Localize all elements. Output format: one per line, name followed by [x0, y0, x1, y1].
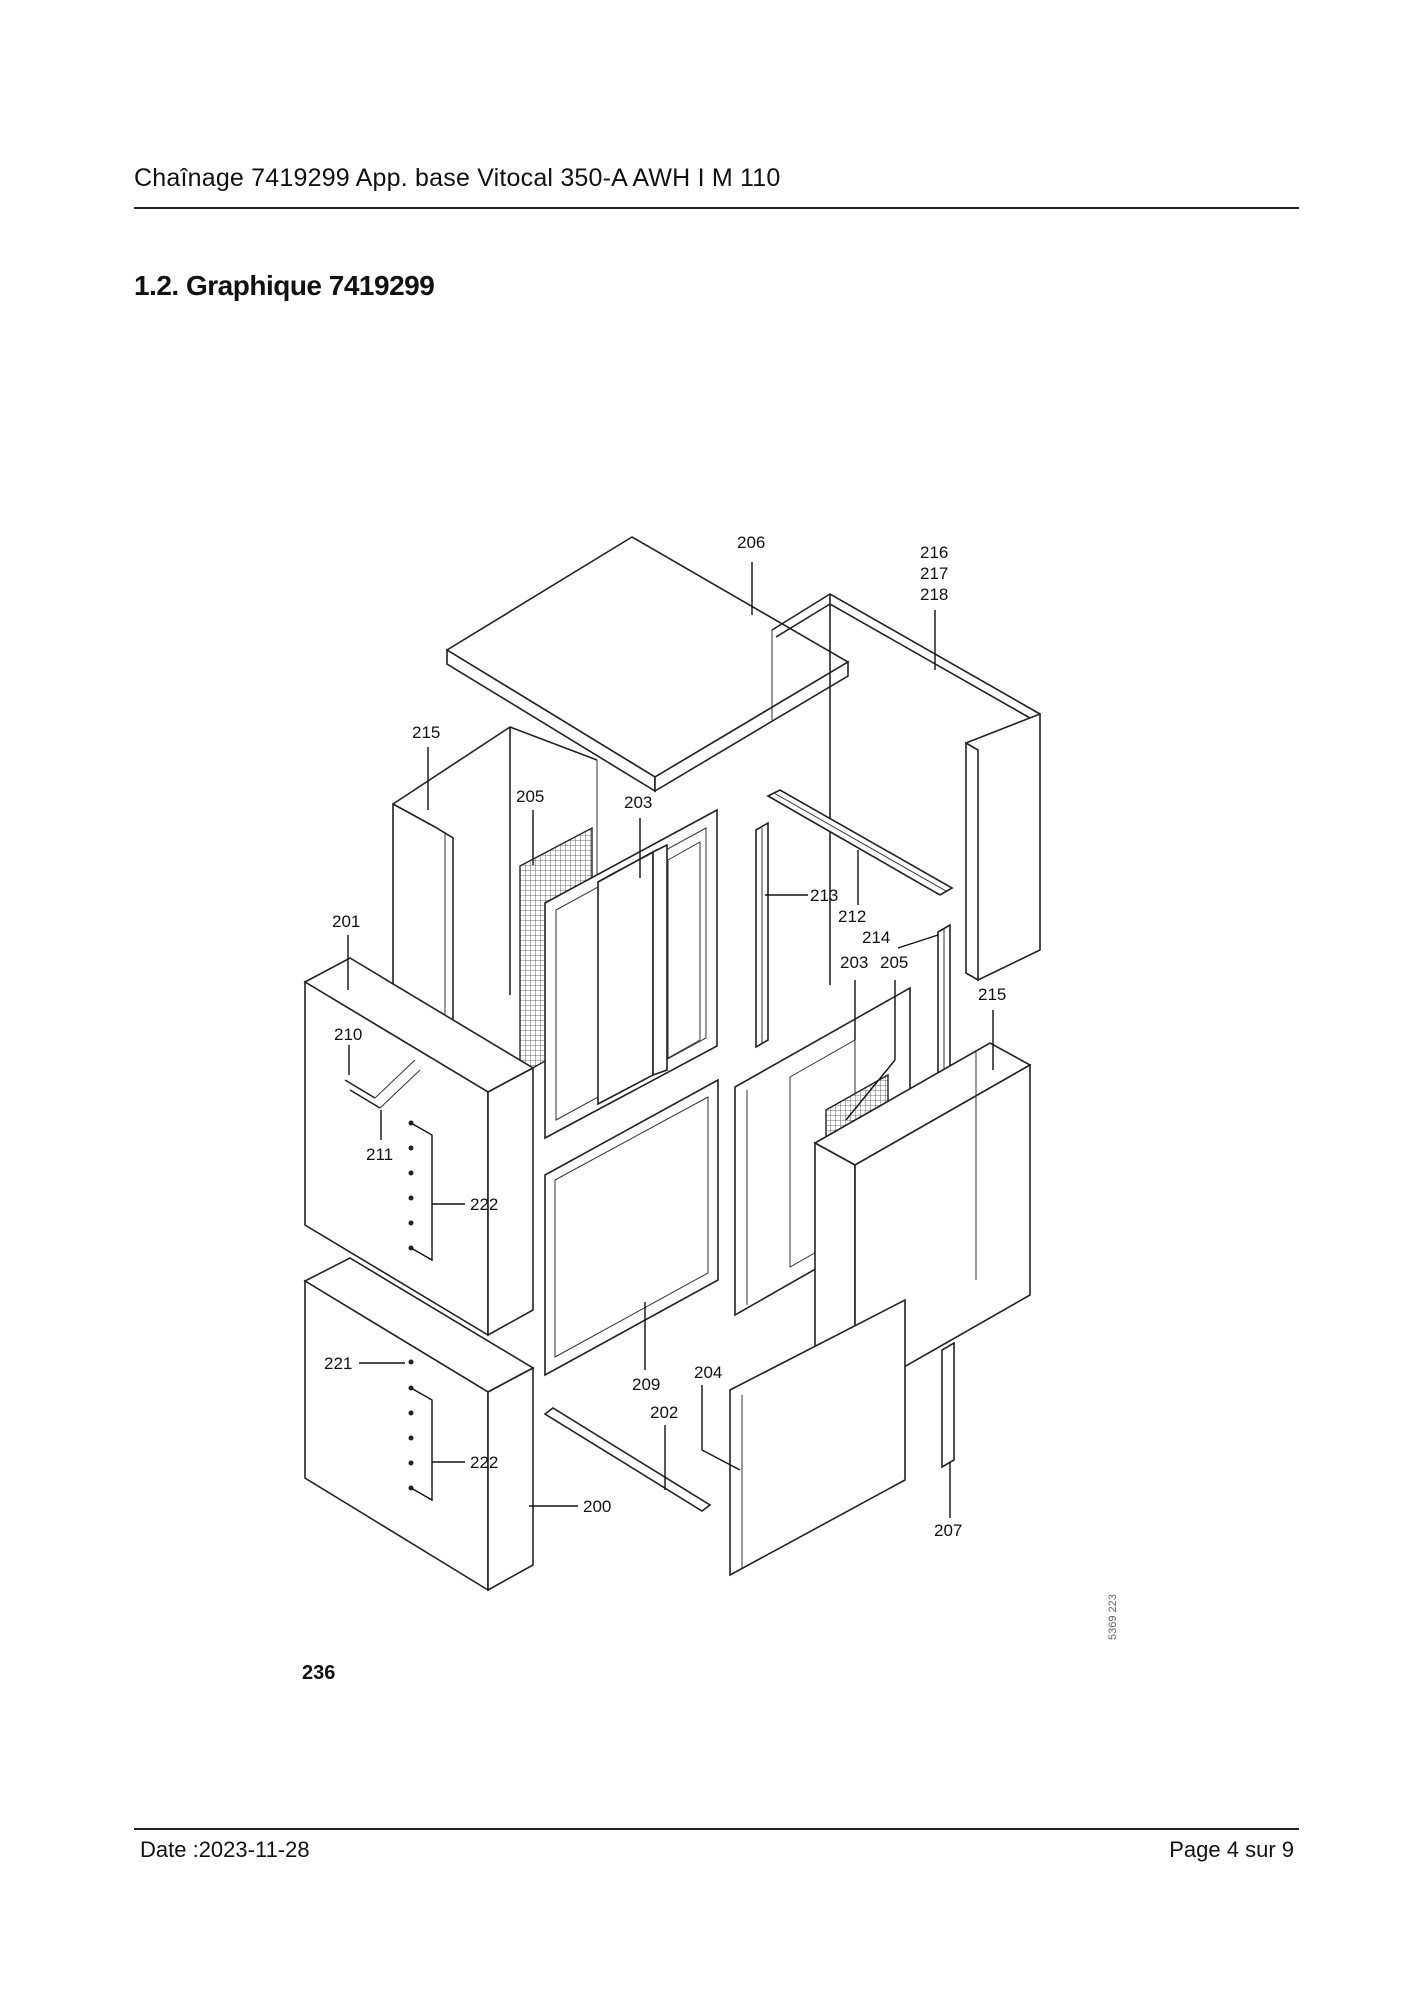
footer-page-number: Page 4 sur 9 — [1169, 1837, 1294, 1862]
section-title: 1.2. Graphique 7419299 — [134, 270, 435, 301]
rear-frame-215 — [392, 726, 598, 1042]
drawing-code: 5369 223 — [1107, 1594, 1119, 1640]
part-label-202: 202 — [650, 1403, 678, 1422]
evaporator-panel-203-rear — [544, 808, 718, 1140]
front-panel-204 — [729, 1298, 906, 1577]
part-label-205-right: 205 — [880, 953, 908, 972]
footer-rule — [134, 1828, 1299, 1830]
part-label-210: 210 — [334, 1025, 362, 1044]
part-label-206: 206 — [737, 533, 765, 552]
part-label-221: 221 — [324, 1354, 352, 1373]
part-label-213: 213 — [810, 886, 838, 905]
part-label-216: 216 — [920, 543, 948, 562]
part-label-207: 207 — [934, 1521, 962, 1540]
figure-reference: 236 — [302, 1662, 336, 1684]
screws-222-lower — [408, 1359, 414, 1491]
part-label-217: 217 — [920, 564, 948, 583]
footer-date: Date :2023-11-28 — [140, 1837, 310, 1862]
rail-213 — [755, 821, 769, 1049]
header-rule — [134, 207, 1299, 209]
handle-parts-210-211 — [344, 1059, 421, 1109]
part-label-209: 209 — [632, 1375, 660, 1394]
part-label-205-left: 205 — [516, 787, 544, 806]
part-label-212: 212 — [838, 907, 866, 926]
part-label-215-rear: 215 — [412, 723, 440, 742]
part-label-203-centre: 203 — [840, 953, 868, 972]
rear-frame-216 — [771, 593, 1041, 985]
front-cover-200 — [303, 1257, 535, 1592]
part-label-222-upper: 222 — [470, 1195, 498, 1214]
part-label-204: 204 — [694, 1363, 722, 1382]
strip-202 — [543, 1407, 712, 1512]
front-cover-201 — [303, 957, 535, 1337]
part-label-222-lower: 222 — [470, 1453, 498, 1472]
part-label-211: 211 — [366, 1145, 393, 1164]
panel-209 — [544, 1078, 719, 1377]
part-label-218: 218 — [920, 585, 948, 604]
top-cover-206 — [445, 536, 850, 793]
part-label-203-rear: 203 — [624, 793, 652, 812]
part-label-215-front: 215 — [978, 985, 1006, 1004]
part-label-200: 200 — [583, 1497, 611, 1516]
rail-212 — [766, 789, 954, 896]
part-label-201: 201 — [332, 912, 360, 931]
document-header-title: Chaînage 7419299 App. base Vitocal 350-A… — [134, 164, 781, 192]
leader-lines — [347, 562, 994, 1518]
part-label-214: 214 — [862, 928, 890, 947]
